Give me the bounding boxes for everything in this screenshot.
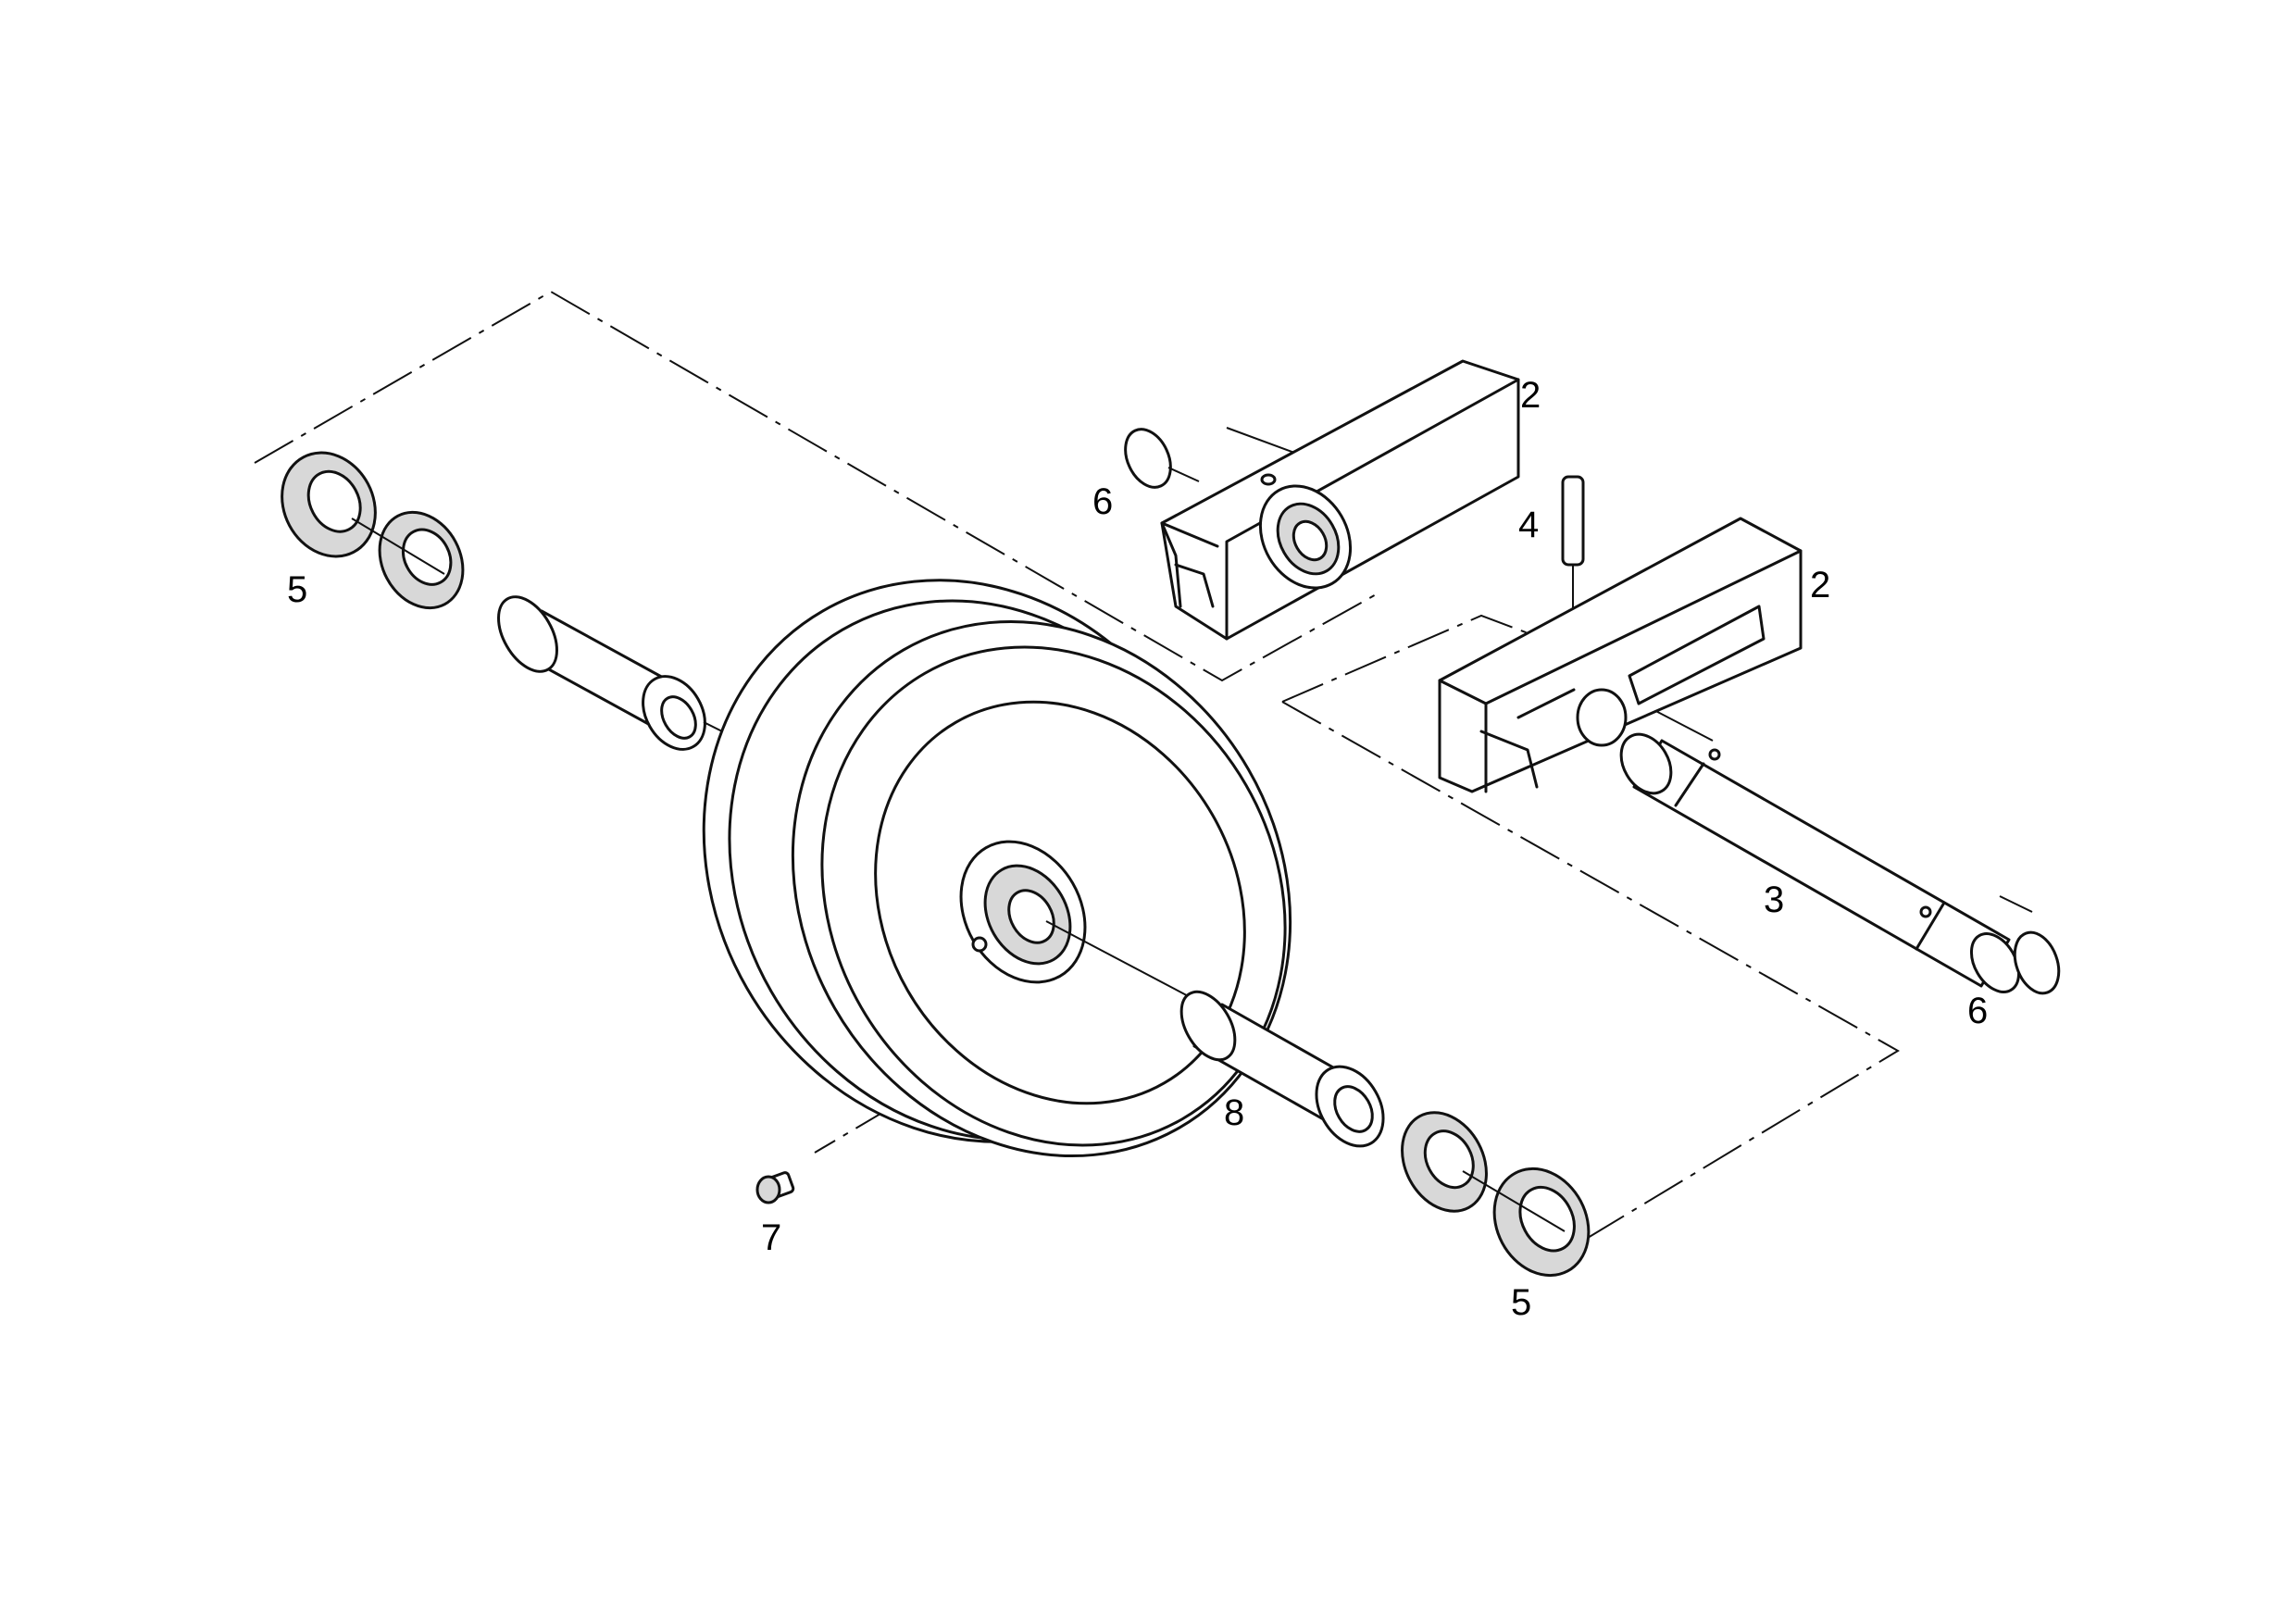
lower-bracket — [1438, 517, 1803, 793]
callout-labels: 5 5 2 2 3 4 6 6 7 8 — [287, 375, 1988, 1323]
idler-wheel — [702, 579, 1292, 1158]
callout-upper-o-ring: 6 — [1092, 481, 1113, 522]
callout-shaft: 3 — [1764, 880, 1784, 920]
callout-upper-bracket: 2 — [1520, 375, 1541, 416]
callout-right-o-ring: 6 — [1967, 991, 1988, 1031]
callout-right-seal: 5 — [1511, 1282, 1531, 1323]
callout-bushing: 8 — [1224, 1092, 1244, 1133]
left-outer-seal-ring — [281, 451, 377, 558]
right-outer-seal-ring — [1492, 1167, 1591, 1278]
callout-plug: 7 — [761, 1217, 781, 1258]
left-seal-group — [281, 451, 465, 610]
callout-left-seal: 5 — [287, 569, 307, 610]
right-bushing — [1179, 990, 1385, 1148]
callout-lower-bracket: 2 — [1810, 565, 1830, 605]
left-bushing — [497, 595, 732, 751]
shaft — [1619, 732, 2021, 993]
plug — [755, 1171, 795, 1204]
right-o-ring — [2013, 930, 2061, 995]
right-seal-group — [1401, 1111, 1591, 1278]
right-inner-seal-ring — [1401, 1111, 1488, 1213]
upper-bracket — [1160, 359, 1520, 641]
upper-o-ring — [1124, 428, 1200, 489]
callout-pin: 4 — [1518, 505, 1539, 545]
